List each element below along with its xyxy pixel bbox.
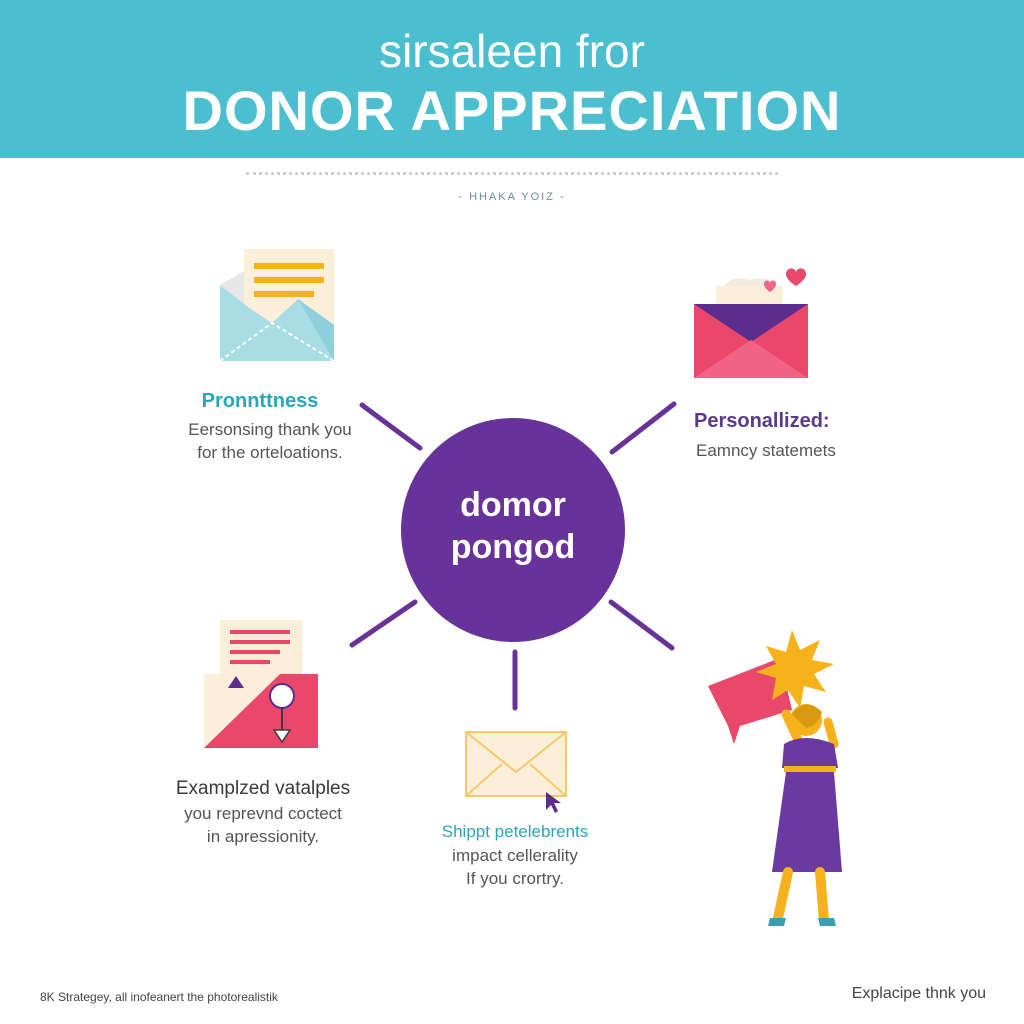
spoke-top-right [609, 401, 677, 455]
tagline: - HHAKA YOIZ - [458, 191, 566, 203]
spoke-bottom-right [608, 599, 675, 651]
woman-holding-sign-illustration [708, 630, 842, 926]
node-desc-examples-line1: you reprevnd coctect [184, 804, 342, 823]
node-desc-promptness: Eersonsing thank you for the orteloation… [130, 418, 410, 464]
header-banner: sirsaleen fror DONOR APPRECIATION [0, 0, 1024, 158]
hub-label: domor pongod [401, 484, 625, 568]
envelope-hearts-icon [694, 268, 808, 378]
spoke-bottom-left [349, 599, 418, 648]
node-desc-promptness-line1: Eersonsing thank you [188, 420, 352, 439]
folder-letter-pin-icon [204, 620, 318, 748]
starburst-icon [756, 630, 834, 708]
footer-right-note: Explacipe thnk you [851, 985, 986, 1002]
dotted-divider [246, 172, 778, 176]
hub-label-line2: pongod [450, 528, 576, 566]
node-desc-shipped-line2: If you crortry. [466, 869, 564, 888]
node-desc-personalized: Eamncy statemets [696, 441, 836, 460]
spoke-top-left [359, 402, 423, 451]
node-title-promptness: Pronnttness [201, 390, 319, 412]
node-title-examples: Examplzed vatalples [175, 778, 351, 799]
node-desc-examples-line2: in apressionity. [206, 827, 320, 846]
node-title-shipped: Shippt petelebrents [441, 822, 589, 841]
node-title-personalized: Personallized: [694, 410, 830, 432]
hub-label-line1: domor [460, 486, 566, 524]
header-subtitle: sirsaleen fror [379, 25, 645, 77]
envelope-cursor-icon [465, 731, 567, 813]
open-envelope-letter-icon [219, 249, 335, 362]
header-title: DONOR APPRECIATION [182, 79, 842, 142]
node-desc-promptness-line2: for the orteloations. [197, 443, 343, 462]
node-desc-examples: you reprevnd coctect in apressionity. [118, 802, 408, 848]
hub-circle [401, 418, 625, 642]
node-desc-shipped: impact cellerality If you crortry. [380, 844, 650, 890]
footer-left-note: 8K Strategey, all inofeanert the photore… [40, 990, 278, 1004]
node-desc-shipped-line1: impact cellerality [452, 846, 578, 865]
